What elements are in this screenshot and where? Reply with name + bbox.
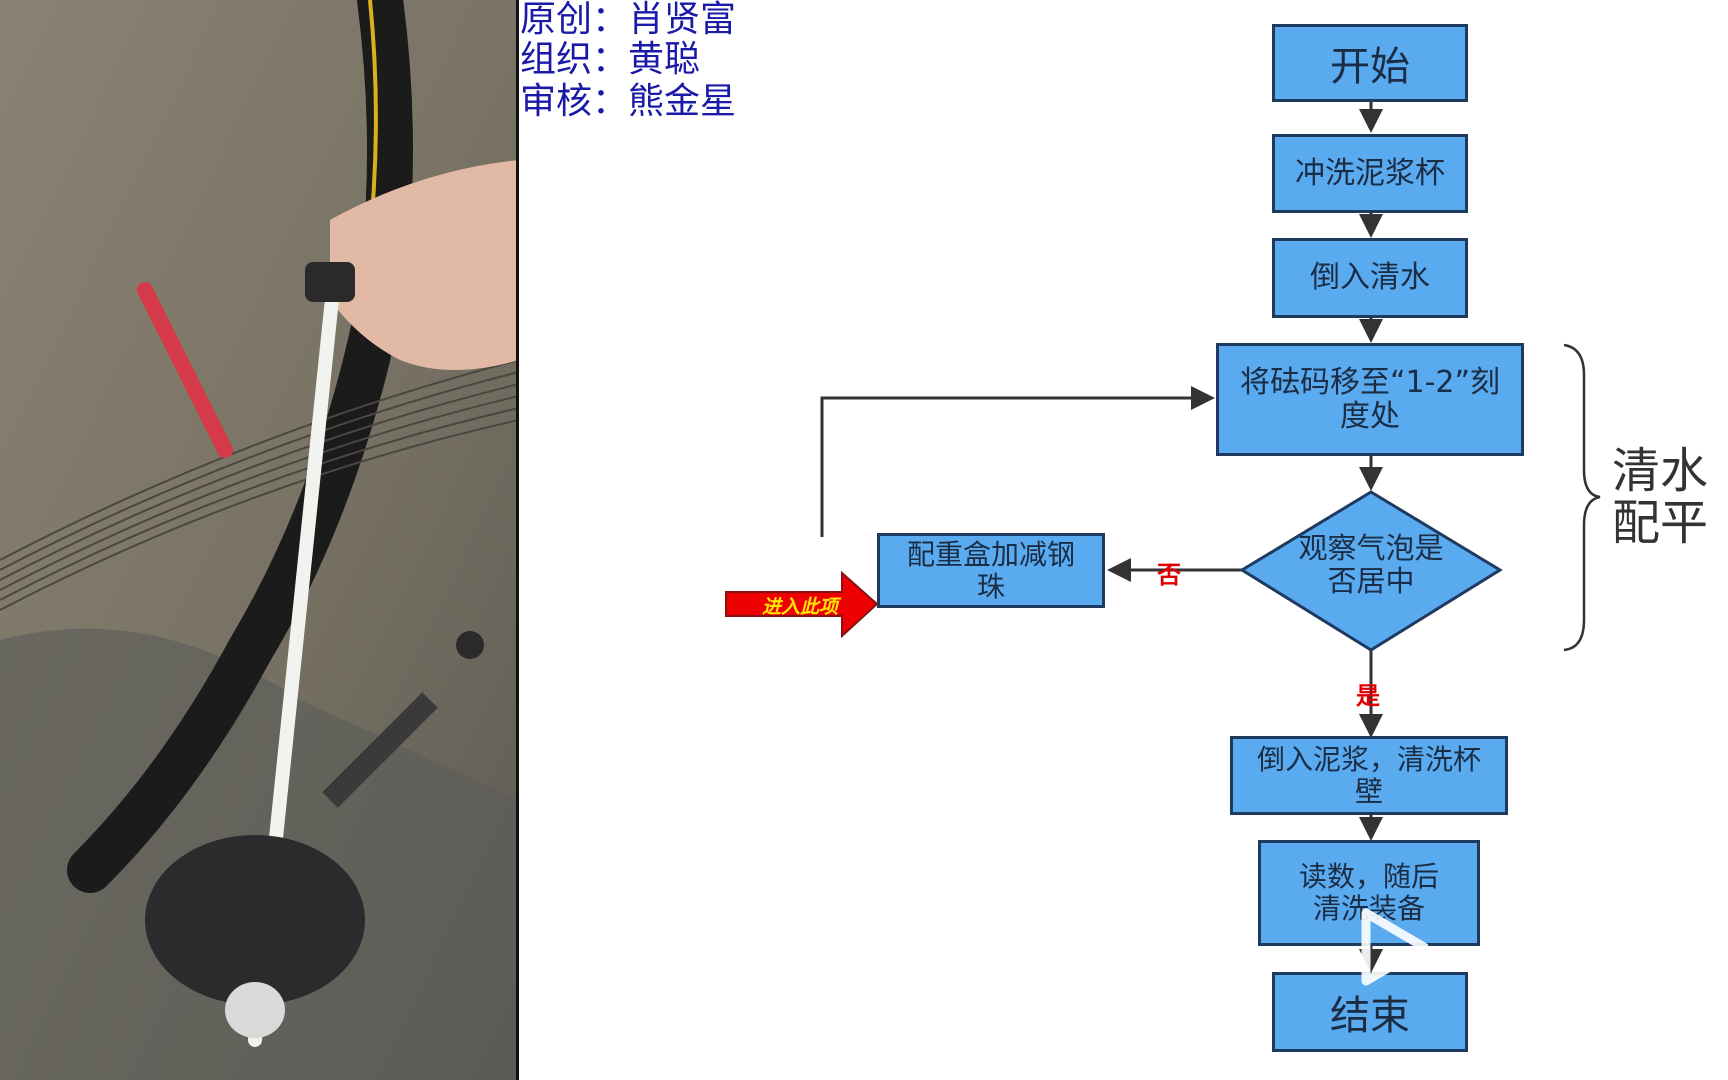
no-label: 否 xyxy=(1157,561,1181,589)
step-pour-water: 倒入清水 xyxy=(1272,238,1468,318)
start-box: 开始 xyxy=(1272,24,1468,102)
credit-original: 原创：肖贤富 xyxy=(520,0,737,40)
play-icon[interactable] xyxy=(1352,905,1436,989)
panel-divider xyxy=(516,0,519,1080)
decision-diamond xyxy=(1239,490,1503,652)
yes-label: 是 xyxy=(1356,682,1380,710)
step-pour-mud: 倒入泥浆，清洗杯壁 xyxy=(1230,736,1508,815)
side-note: 清水 配平 xyxy=(1612,445,1728,555)
decision-text: 观察气泡是否居中 xyxy=(1298,531,1444,598)
step-adjust-weight: 配重盒加减钢珠 xyxy=(877,533,1105,608)
credit-organizer: 组织：黄聪 xyxy=(520,39,701,80)
step-rinse-cup: 冲洗泥浆杯 xyxy=(1272,134,1468,213)
step-move-rider: 将砝码移至“1-2”刻度处 xyxy=(1216,343,1524,456)
enter-label: 进入此项 xyxy=(762,596,839,618)
side-note-line1: 清水 xyxy=(1612,445,1709,499)
field-photo xyxy=(0,0,519,1080)
credit-reviewer: 审核：熊金星 xyxy=(520,81,737,122)
side-note-line2: 配平 xyxy=(1612,495,1709,551)
enter-arrow xyxy=(725,570,879,639)
